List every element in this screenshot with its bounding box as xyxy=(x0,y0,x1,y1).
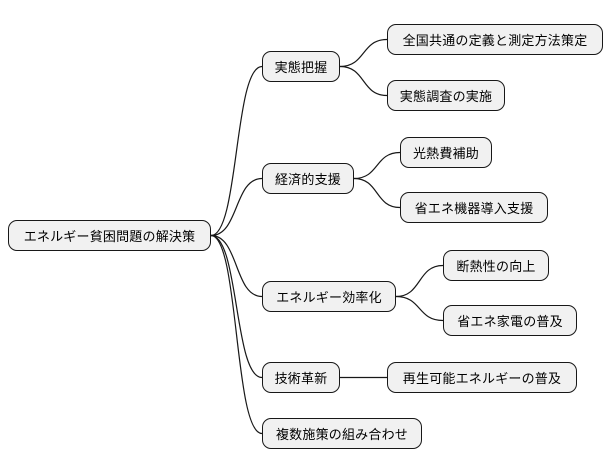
link-b0-b0c0 xyxy=(339,38,388,68)
leaf-node-teigi-sokutei: 全国共通の定義と測定方法策定 xyxy=(387,24,603,55)
link-root-b1 xyxy=(210,177,263,237)
branch-node-keizaiteki-shien: 経済的支援 xyxy=(262,163,354,194)
link-root-b2 xyxy=(210,234,263,298)
branch-node-energy-kouritsuka: エネルギー効率化 xyxy=(262,281,396,312)
link-root-b3 xyxy=(210,234,263,379)
link-b0-b0c1 xyxy=(339,65,388,97)
link-b2-b2c0 xyxy=(395,264,444,298)
branch-node-gijutsu-kakushin: 技術革新 xyxy=(262,362,340,393)
leaf-node-jittai-chousa: 実態調査の実施 xyxy=(387,80,505,111)
leaf-node-dannetsu: 断熱性の向上 xyxy=(443,250,549,281)
branch-node-fukusuu-shisaku: 複数施策の組み合わせ xyxy=(262,418,422,449)
link-b2-b2c1 xyxy=(395,295,444,322)
link-root-b0 xyxy=(210,65,263,237)
branch-node-jittai-haaku: 実態把握 xyxy=(262,51,340,82)
link-b1-b1c1 xyxy=(353,177,401,209)
leaf-node-shouene-kiki: 省エネ機器導入支援 xyxy=(400,192,548,223)
leaf-node-shouene-kaden: 省エネ家電の普及 xyxy=(443,305,577,336)
leaf-node-saisei-kanou: 再生可能エネルギーの普及 xyxy=(387,362,577,393)
link-b1-b1c0 xyxy=(353,151,401,180)
root-node: エネルギー貧困問題の解決策 xyxy=(8,220,211,251)
link-root-b4 xyxy=(210,234,263,435)
leaf-node-kounetsuhi-hojo: 光熱費補助 xyxy=(400,137,492,168)
